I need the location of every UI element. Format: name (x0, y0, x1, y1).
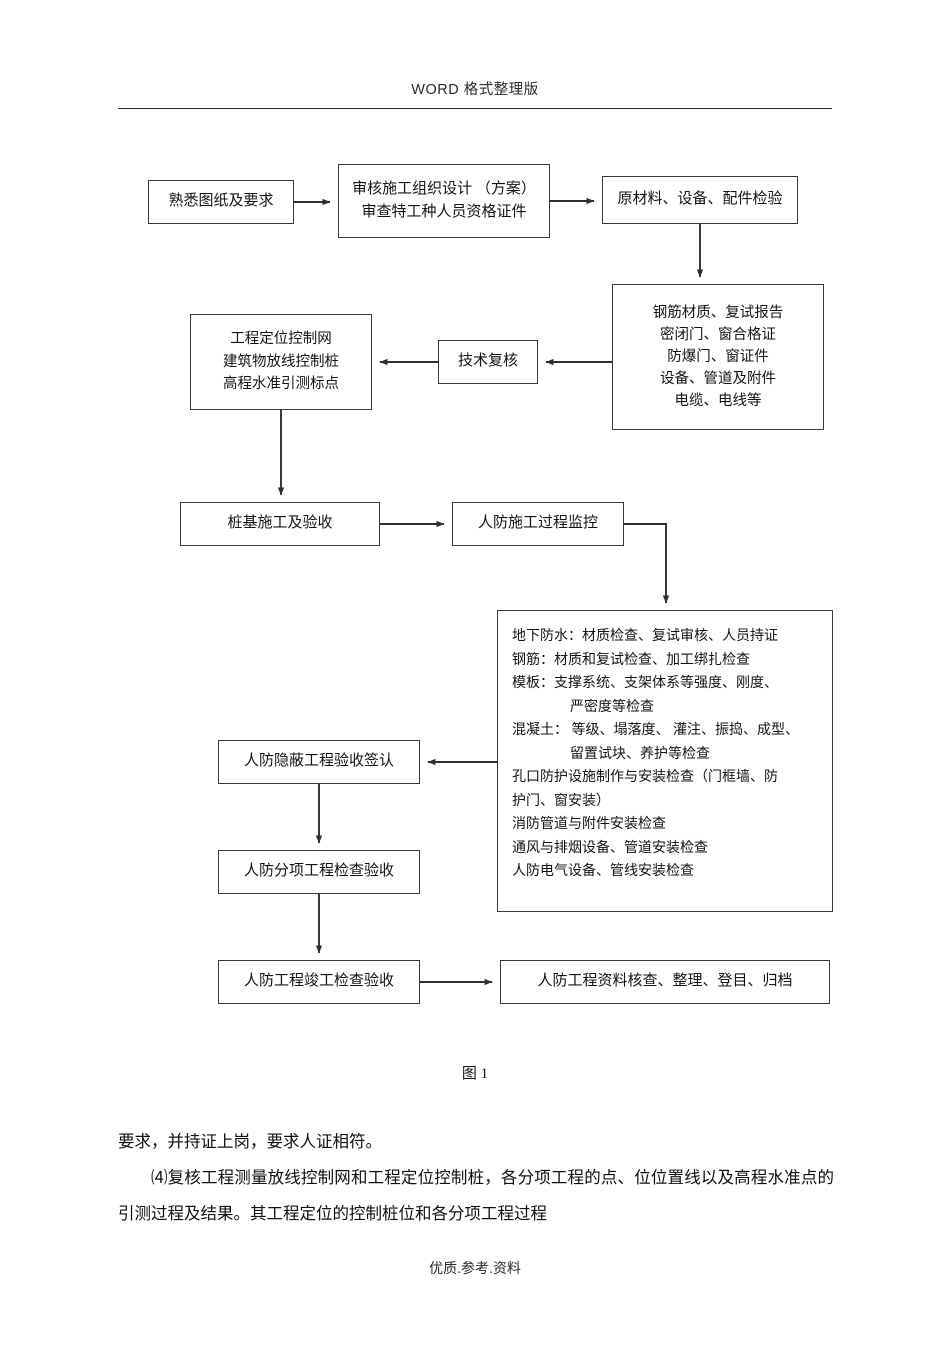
flow-node-inspection-details-line1: 地下防水：材质检查、复试审核、人员持证 (512, 629, 778, 644)
page-footer: 优质.参考.资料 (429, 1260, 521, 1276)
flowchart-figure: 熟悉图纸及要求 审核施工组织设计 （方案） 审查特工种人员资格证件 原材料、设备… (148, 164, 833, 1004)
page-header: WORD 格式整理版 (118, 78, 832, 109)
flow-node-inspection-details-line5: 混凝土： 等级、塌落度、 灌注、振捣、成型、 (512, 723, 799, 739)
flow-node-completion-acceptance[interactable]: 人防工程竣工检查验收 (218, 960, 420, 1004)
flow-node-review-construction-org-line2: 审查特工种人员资格证件 (361, 204, 527, 220)
flow-node-hidden-work-acceptance[interactable]: 人防隐蔽工程验收签认 (218, 740, 420, 784)
flow-node-inspection-details-line7: 孔口防护设施制作与安装检查（门框墙、防 (512, 770, 778, 786)
flow-node-inspection-details-line6: 留置试块、养护等检查 (570, 746, 710, 762)
flow-node-subitem-acceptance-line1: 人防分项工程检查验收 (243, 863, 394, 880)
flow-node-certificate-list-line4: 设备、管道及附件 (660, 371, 776, 388)
flow-node-completion-acceptance-line1: 人防工程竣工检查验收 (243, 973, 394, 990)
flow-node-review-construction-org[interactable]: 审核施工组织设计 （方案） 审查特工种人员资格证件 (338, 164, 550, 238)
flow-node-inspection-details-line4: 严密度等检查 (570, 699, 654, 715)
flow-node-familiar-drawings-line1: 熟悉图纸及要求 (168, 193, 274, 210)
flow-node-inspection-details[interactable]: 地下防水：材质检查、复试审核、人员持证 钢筋：材质和复试检查、加工绑扎检查 模板… (497, 610, 833, 912)
figure-caption: 图 1 (461, 1066, 489, 1082)
flow-node-inspection-details-line8: 护门、窗安装） (512, 793, 610, 809)
flow-node-pile-foundation-line1: 桩基施工及验收 (227, 515, 333, 532)
flow-node-inspection-details-line9: 消防管道与附件安装检查 (512, 817, 666, 833)
flow-node-material-inspection-line1: 原材料、设备、配件检验 (617, 191, 783, 208)
flow-node-certificate-list-line5: 电缆、电线等 (674, 393, 762, 410)
body-text: 要求，并持证上岗，要求人证相符。 ⑷复核工程测量放线控制网和工程定位控制桩，各分… (118, 1124, 834, 1232)
flow-node-construction-monitoring[interactable]: 人防施工过程监控 (452, 502, 624, 546)
flow-node-control-network-line3: 高程水准引测标点 (223, 376, 339, 393)
flow-node-certificate-list[interactable]: 钢筋材质、复试报告 密闭门、窗合格证 防爆门、窗证件 设备、管道及附件 电缆、电… (612, 284, 824, 430)
flow-node-technical-recheck[interactable]: 技术复核 (438, 340, 538, 384)
flow-node-construction-monitoring-line1: 人防施工过程监控 (477, 515, 598, 532)
flow-node-subitem-acceptance[interactable]: 人防分项工程检查验收 (218, 850, 420, 894)
flow-node-material-inspection[interactable]: 原材料、设备、配件检验 (602, 176, 798, 224)
flow-node-control-network-line2: 建筑物放线控制桩 (223, 353, 339, 370)
flow-node-review-construction-org-line1: 审核施工组织设计 （方案） (352, 180, 536, 197)
page-header-text: WORD 格式整理版 (411, 82, 539, 98)
flow-node-technical-recheck-line1: 技术复核 (457, 353, 518, 370)
flow-node-control-network[interactable]: 工程定位控制网 建筑物放线控制桩 高程水准引测标点 (190, 314, 372, 410)
flow-node-inspection-details-line2: 钢筋：材质和复试检查、加工绑扎检查 (512, 652, 750, 668)
flow-node-inspection-details-line10: 通风与排烟设备、管道安装检查 (512, 840, 708, 856)
body-paragraph-1: 要求，并持证上岗，要求人证相符。 (118, 1132, 382, 1151)
flow-node-pile-foundation[interactable]: 桩基施工及验收 (180, 502, 380, 546)
flow-node-inspection-details-line3: 模板：支撑系统、支架体系等强度、刚度、 (512, 676, 778, 692)
flow-node-certificate-list-line2: 密闭门、窗合格证 (660, 326, 776, 343)
body-paragraph-2: ⑷复核工程测量放线控制网和工程定位控制桩，各分项工程的点、位位置线以及高程水准点… (118, 1168, 834, 1223)
flow-node-document-archiving[interactable]: 人防工程资料核查、整理、登目、归档 (500, 960, 830, 1004)
flow-node-inspection-details-line11: 人防电气设备、管线安装检查 (512, 864, 694, 880)
flow-node-certificate-list-line1: 钢筋材质、复试报告 (652, 304, 784, 321)
flow-node-hidden-work-acceptance-line1: 人防隐蔽工程验收签认 (243, 753, 394, 770)
flow-node-control-network-line1: 工程定位控制网 (230, 331, 332, 348)
flow-node-document-archiving-line1: 人防工程资料核查、整理、登目、归档 (537, 973, 793, 990)
flow-node-familiar-drawings[interactable]: 熟悉图纸及要求 (148, 180, 294, 224)
flow-node-certificate-list-line3: 防爆门、窗证件 (667, 348, 769, 365)
